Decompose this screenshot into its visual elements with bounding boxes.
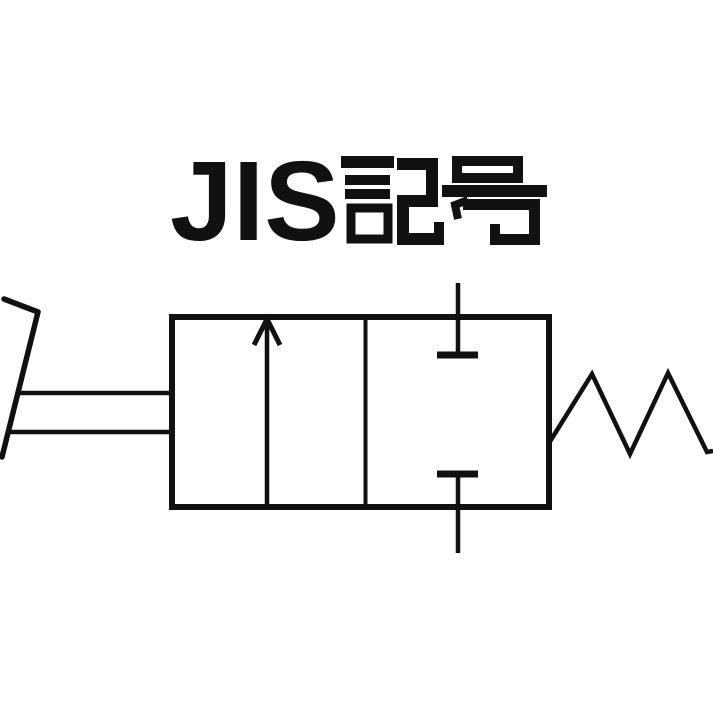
spring-return <box>547 367 713 460</box>
title-latin-text: JIS <box>170 138 340 264</box>
lever-actuator <box>0 296 41 460</box>
valve-body <box>169 314 552 510</box>
title-kanji-ki-glyph <box>341 156 444 245</box>
title-kanji-go-glyph <box>442 156 547 245</box>
page-title: JIS <box>170 138 547 264</box>
flow-arrow-up <box>251 313 283 507</box>
blocked-port-top <box>437 283 478 359</box>
blocked-port-bottom <box>437 470 478 553</box>
valve-symbol <box>0 283 713 553</box>
